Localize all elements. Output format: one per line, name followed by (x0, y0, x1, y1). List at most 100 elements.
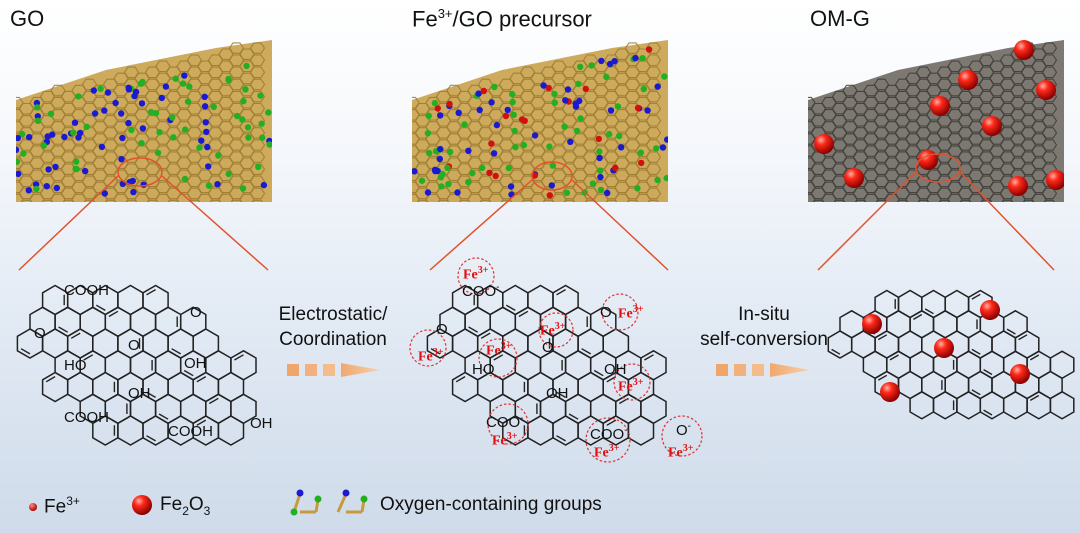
carbon-ring (527, 415, 554, 446)
arrow-step1-dash1 (287, 364, 299, 376)
pre-fe-top-part: Fe (463, 267, 478, 283)
sheet-atom (97, 85, 104, 92)
sheet-atom (603, 73, 610, 81)
pre-fe-left-part: 3+ (432, 347, 444, 358)
double-bond (556, 391, 566, 399)
double-bond (95, 304, 106, 312)
fe2o3-nanoparticle (844, 168, 864, 188)
sheet-atom (512, 144, 519, 151)
sheet-atom (640, 85, 647, 93)
sheet-atom (147, 108, 155, 116)
sheet-atom (446, 148, 454, 156)
sheet-atom (186, 83, 193, 90)
sheet-atom (154, 149, 162, 157)
sheet-atom (431, 166, 439, 173)
carbon-ring (956, 390, 982, 420)
double-bond (70, 332, 81, 339)
sheet-atom (72, 165, 79, 173)
sheet-atom (266, 141, 272, 148)
sheet-atom (91, 110, 99, 117)
go-oh-mid: OH (184, 356, 207, 371)
pre-o-right-part: O (600, 304, 612, 321)
sheet-atom (203, 128, 210, 136)
sheet-atom (540, 82, 547, 89)
sheet-atom (661, 73, 668, 80)
sheet-atom (138, 100, 146, 107)
title-precursor: Fe3+/GO precursor (412, 6, 592, 32)
sheet-atom (545, 84, 552, 92)
pre-coo-bottom-mid-part: - (624, 425, 628, 436)
sheet-surface (412, 40, 668, 202)
title-go: GO (10, 6, 45, 31)
sheet-atom (101, 190, 109, 197)
double-bond (983, 368, 993, 376)
pre-fe-mid-part: Fe (540, 323, 555, 339)
double-bond (971, 348, 981, 355)
fe2o3-nanoparticle (934, 338, 954, 358)
sheet-atom (511, 127, 518, 135)
sheet-atom (16, 158, 21, 165)
sheet-atom (47, 110, 55, 118)
pre-fe-right-low-part: 3+ (632, 377, 644, 388)
double-bond (644, 354, 654, 361)
sheet-atom (589, 180, 597, 187)
sheet-atom (412, 168, 418, 175)
sheet-atom (125, 84, 132, 91)
sheet-atom (531, 172, 539, 179)
sheet-atom (61, 133, 68, 141)
sheet-atom (179, 80, 187, 87)
double-bond (1018, 334, 1028, 341)
sheet-atom (34, 113, 41, 120)
go-oh-mid-part: OH (184, 355, 207, 372)
double-bond (468, 326, 479, 333)
double-bond (556, 435, 566, 442)
double-bond (171, 348, 182, 355)
double-bond (556, 288, 566, 296)
sheet-atom (572, 103, 580, 110)
pre-ho: HO (472, 362, 495, 377)
go-cooh-top-part: COOH (64, 282, 109, 299)
title-precursor-fe: Fe (412, 6, 438, 32)
double-bond (146, 391, 156, 399)
sheet-atom (437, 145, 444, 153)
arrow-step1-dash2 (305, 364, 317, 376)
carbon-ring (627, 415, 655, 446)
legend-oxygen-group-icon (290, 489, 368, 516)
sheet-atom (465, 147, 472, 154)
sheet-atom (546, 143, 553, 150)
sheet-atom (454, 189, 461, 196)
sheet-atom (239, 116, 246, 123)
double-bond (493, 354, 504, 361)
fe2o3-nanoparticle (1008, 176, 1028, 196)
sheet-atom (82, 167, 89, 175)
fe2o3-nanoparticle (980, 300, 1000, 320)
pre-fe-top-part: 3+ (477, 265, 489, 276)
pre-coo-top-part: COO (462, 283, 497, 300)
sheet-atom (490, 150, 498, 157)
fe-coordination-ring (409, 329, 447, 367)
fe2o3-nanoparticle (982, 116, 1002, 136)
sheet-atom (639, 55, 646, 62)
sheet-atom (444, 164, 451, 171)
zoom-circle (531, 161, 573, 191)
pre-oh-right: OH (604, 362, 627, 377)
sheet-atom (43, 183, 50, 190)
fe2o3-nanoparticle (814, 134, 834, 154)
sheet-atom (476, 106, 483, 114)
fe-coordination-ring (613, 363, 651, 401)
sheet-atom (424, 189, 432, 196)
sheet-atom (461, 121, 468, 128)
pre-fe-bottom-right-part: Fe (668, 445, 683, 461)
go-epoxy-o-mid: O (128, 338, 140, 353)
double-bond (831, 348, 841, 355)
pre-fe-bottom-mid-part: 3+ (608, 443, 620, 454)
pre-o-right: O (600, 305, 612, 320)
sheet-atom (563, 189, 571, 196)
double-bond (480, 332, 491, 339)
sheet-atom (632, 54, 639, 62)
legend-fe3-base: Fe (44, 496, 67, 518)
sheet-atom (434, 105, 441, 112)
sheet-atom (20, 150, 27, 157)
sheet-atom (156, 129, 163, 136)
arrow-step2 (716, 363, 810, 377)
